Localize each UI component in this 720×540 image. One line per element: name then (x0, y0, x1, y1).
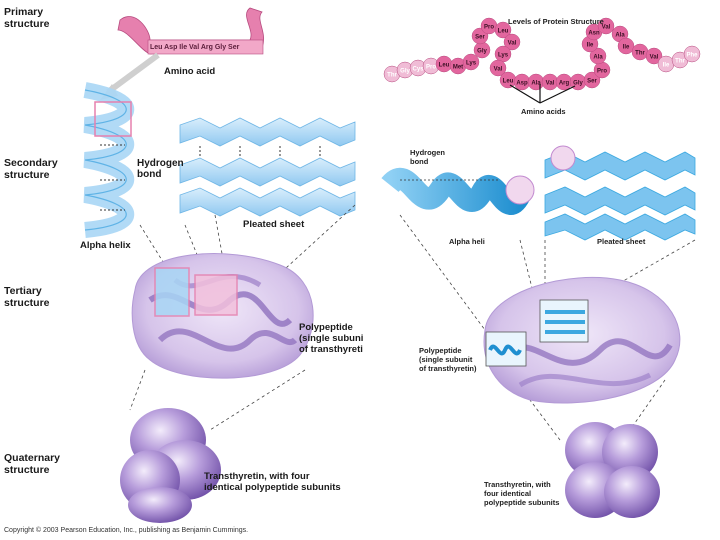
right-alpha-helix-label: Alpha heli (449, 237, 485, 246)
ribbon-sequence: Leu Asp Ile Val Arg Gly Ser (150, 43, 239, 52)
left-quaternary-sphere (120, 408, 221, 523)
amino-acid-bead-label: Thr (635, 51, 645, 57)
amino-acid-bead-label: Phe (686, 53, 698, 59)
right-quaternary-sphere (565, 422, 660, 518)
amino-acid-label: Amino acid (164, 66, 215, 77)
amino-acid-bead-label: Arg (559, 81, 570, 87)
right-alpha-helix (390, 176, 534, 204)
amino-acid-bead-label: Leu (503, 79, 514, 85)
right-tertiary-blob (484, 277, 680, 403)
amino-acid-bead-label: Met (453, 65, 463, 71)
amino-acid-bead-label: Ile (663, 63, 670, 69)
left-alpha-helix (85, 90, 131, 230)
amino-acid-arrow (108, 55, 158, 92)
amino-acid-bead-label: Ala (593, 55, 603, 61)
copyright-notice: Copyright © 2003 Pearson Education, Inc.… (4, 527, 248, 535)
right-pleated-sheet-label: Pleated sheet (597, 237, 645, 246)
amino-acid-bead-label: Thr (387, 73, 397, 79)
amino-acid-bead-label: Gly (400, 69, 410, 75)
amino-acid-bead-label: Asp (516, 81, 528, 87)
amino-acid-bead-label: Pro (484, 25, 494, 31)
amino-acid-bead-label: Lys (466, 61, 477, 67)
amino-acid-bead-label: Ala (615, 33, 625, 39)
amino-acid-bead-label: Pro (597, 69, 607, 75)
right-pleated-sheet (545, 146, 695, 240)
amino-acid-bead-label: Thr (675, 59, 685, 65)
alpha-helix-label: Alpha helix (80, 240, 131, 251)
amino-acid-bead-label: Pro (426, 65, 436, 71)
amino-acid-bead-label: Ser (475, 35, 485, 41)
amino-acid-bead-label: Ile (623, 45, 630, 51)
amino-acid-bead-label: Val (546, 81, 555, 87)
right-title: Levels of Protein Structure (508, 17, 604, 26)
amino-acid-bead-label: Lys (498, 53, 509, 59)
left-tertiary-blob (132, 254, 313, 379)
pleated-sheet-label: Pleated sheet (243, 219, 304, 230)
left-pleated-sheet (180, 118, 355, 216)
amino-acid-bead-label: Leu (498, 29, 509, 35)
amino-acid-bead-label: Leu (439, 63, 450, 69)
amino-acids-label: Amino acids (521, 107, 566, 116)
amino-acid-bead-label: Val (650, 55, 659, 61)
amino-acid-bead-label: Val (508, 41, 517, 47)
amino-acid-bead-label: Asn (588, 31, 600, 37)
amino-acid-bead-label: Val (494, 67, 503, 73)
amino-acid-bead-label: Ser (587, 79, 597, 85)
amino-acid-bead-label: Ile (587, 43, 594, 49)
amino-acid-bead-label: Gly (477, 49, 487, 55)
amino-acid-bead-label: Cys (412, 67, 424, 73)
